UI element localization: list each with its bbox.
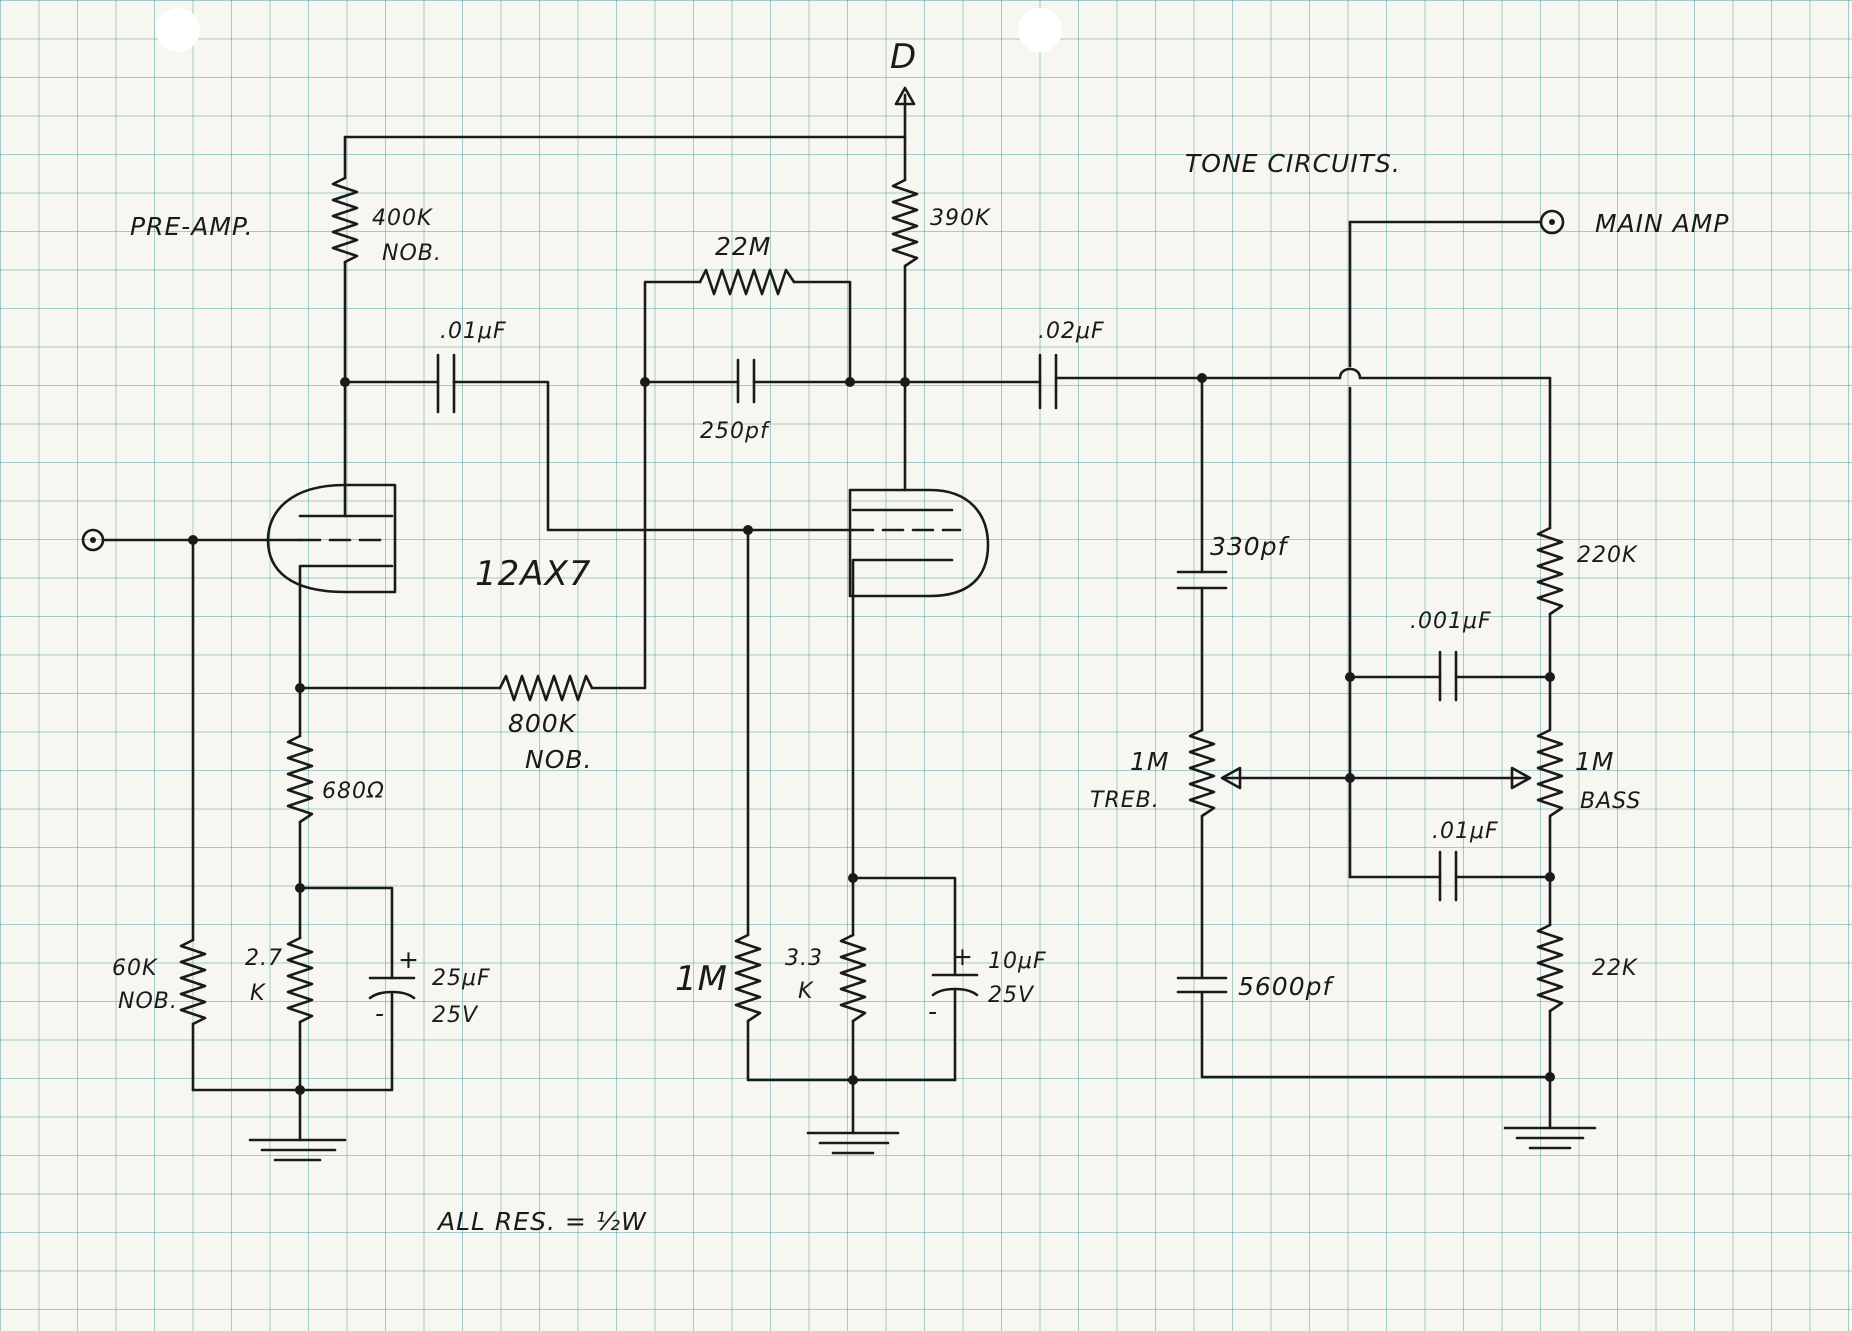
- label-treble: TREB.: [1090, 788, 1160, 813]
- resistor-22m: [698, 268, 796, 296]
- label-2-7k-a: 2.7: [245, 946, 283, 971]
- label-d: D: [890, 37, 917, 77]
- label-1m-grid: 1M: [675, 959, 728, 999]
- wire-5600pf-bottom: [1200, 990, 1552, 1079]
- wire-800k-right: [590, 380, 647, 690]
- main-amp-jack-center: [1549, 219, 1555, 225]
- binder-hole-left: [156, 8, 200, 52]
- label-5600pf: 5600pf: [1238, 972, 1334, 1001]
- label-bass: BASS: [1580, 789, 1641, 814]
- label-minus-1: -: [375, 999, 385, 1028]
- label-3-3k-a: 3.3: [785, 946, 823, 971]
- label-all-res: ALL RES. = ½W: [436, 1207, 647, 1236]
- label-10uf-v: 25V: [988, 983, 1035, 1008]
- label-01uf-b: .01μF: [1432, 819, 1499, 844]
- binder-hole-right: [1018, 8, 1062, 52]
- junction-ground3: [1545, 1072, 1555, 1082]
- wire-fb-top-left: [643, 280, 702, 384]
- label-250pf: 250pf: [700, 419, 771, 444]
- label-treble-1m: 1M: [1130, 747, 1169, 776]
- wire-25uf-bottom: [191, 992, 394, 1092]
- label-pre-amp: PRE-AMP.: [130, 212, 254, 241]
- tube2-envelope: [848, 488, 990, 598]
- label-330pf: 330pf: [1210, 532, 1290, 561]
- label-22m: 22M: [715, 232, 771, 261]
- label-680: 680Ω: [322, 779, 385, 804]
- wire-10uf-top: [851, 876, 957, 977]
- label-25uf: 25μF: [432, 966, 491, 991]
- wire-cap-to-grid2: [452, 380, 642, 532]
- label-plus-2: +: [952, 942, 974, 971]
- label-400k: 400K: [372, 206, 433, 231]
- label-main-amp: MAIN AMP: [1595, 209, 1729, 238]
- label-bass-1m: 1M: [1575, 747, 1614, 776]
- resistor-220k: [1536, 526, 1564, 616]
- resistor-680: [286, 734, 314, 824]
- label-2-7k-b: K: [250, 981, 266, 1006]
- wire-25uf-top: [298, 886, 394, 980]
- label-minus-2: -: [928, 997, 938, 1026]
- resistor-400k: [331, 176, 359, 264]
- junction-fb-right: [845, 377, 855, 387]
- resistor-800k: [498, 674, 594, 702]
- label-22k: 22K: [1592, 956, 1638, 981]
- label-10uf: 10μF: [988, 949, 1047, 974]
- ground2-symbol: [806, 1131, 900, 1155]
- capacitor-25uf-plate-b: [368, 990, 416, 1000]
- resistor-2-7k: [286, 936, 314, 1024]
- resistor-60k: [179, 938, 207, 1026]
- d-supply-arrow: [894, 86, 916, 106]
- resistor-390k: [891, 178, 919, 268]
- label-220k: 220K: [1577, 543, 1638, 568]
- resistor-22k: [1536, 923, 1564, 1013]
- main-amp-jack[interactable]: [1539, 209, 1565, 235]
- potentiometer-bass: [1536, 675, 1564, 879]
- tube2-cathode: [851, 558, 954, 880]
- label-01uf-a: .01μF: [440, 319, 507, 344]
- treble-wiper-arrow: [1220, 766, 1242, 790]
- tube1-envelope: [266, 483, 397, 594]
- wire-tone-bus: [1054, 367, 1552, 380]
- resistor-3-3k: [839, 933, 867, 1023]
- label-25uf-v: 25V: [432, 1003, 479, 1028]
- label-3-3k-b: K: [798, 979, 814, 1004]
- label-60k: 60K: [112, 956, 158, 981]
- tube1-cathode: [298, 564, 394, 594]
- label-tone-circuits: TONE CIRCUITS.: [1185, 149, 1401, 178]
- label-plus-1: +: [398, 945, 420, 974]
- capacitor-10uf-plate-b: [931, 987, 979, 997]
- label-800k: 800K: [508, 709, 578, 738]
- label-60k-note: NOB.: [118, 989, 178, 1014]
- label-400k-note: NOB.: [382, 241, 442, 266]
- wire-fb-top-right: [792, 280, 852, 384]
- label-tube-12ax7: 12AX7: [475, 554, 591, 594]
- label-800k-note: NOB.: [525, 745, 592, 774]
- potentiometer-treble: [1188, 728, 1216, 818]
- label-02uf: .02μF: [1038, 319, 1105, 344]
- ground1-symbol: [248, 1138, 347, 1162]
- label-390k: 390K: [930, 206, 991, 231]
- resistor-1m-grid: [734, 933, 762, 1023]
- label-001uf: .001μF: [1410, 609, 1492, 634]
- input-jack-center: [90, 537, 96, 543]
- wire-1m-bottom: [746, 1019, 957, 1082]
- bass-wiper-arrow: [1510, 766, 1532, 790]
- ground3-symbol: [1503, 1126, 1597, 1150]
